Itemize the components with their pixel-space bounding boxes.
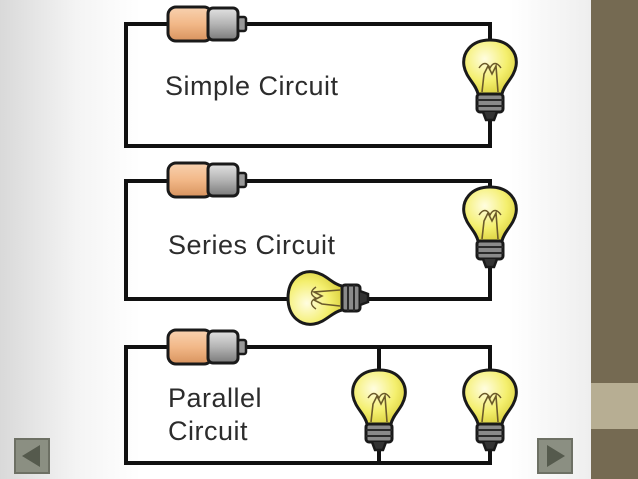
light-bulb-icon [286, 270, 370, 326]
label-series-circuit: Series Circuit [168, 230, 336, 260]
triangle-right-icon [547, 445, 565, 467]
parallel-circuit [124, 328, 518, 465]
triangle-left-icon [22, 445, 40, 467]
simple-circuit [124, 5, 518, 148]
side-decoration-block [591, 383, 638, 429]
light-bulb-icon [462, 368, 518, 452]
next-slide-button[interactable] [537, 438, 573, 474]
battery-icon [166, 5, 248, 43]
label-parallel-line1: Parallel [168, 383, 263, 413]
label-parallel-line2: Circuit [168, 416, 249, 446]
light-bulb-icon [462, 185, 518, 269]
series-circuit [124, 161, 518, 326]
label-simple-circuit: Simple Circuit [165, 71, 339, 101]
battery-icon [166, 161, 248, 199]
light-bulb-icon [462, 38, 518, 122]
battery-icon [166, 328, 248, 366]
light-bulb-icon [351, 368, 407, 452]
previous-slide-button[interactable] [14, 438, 50, 474]
